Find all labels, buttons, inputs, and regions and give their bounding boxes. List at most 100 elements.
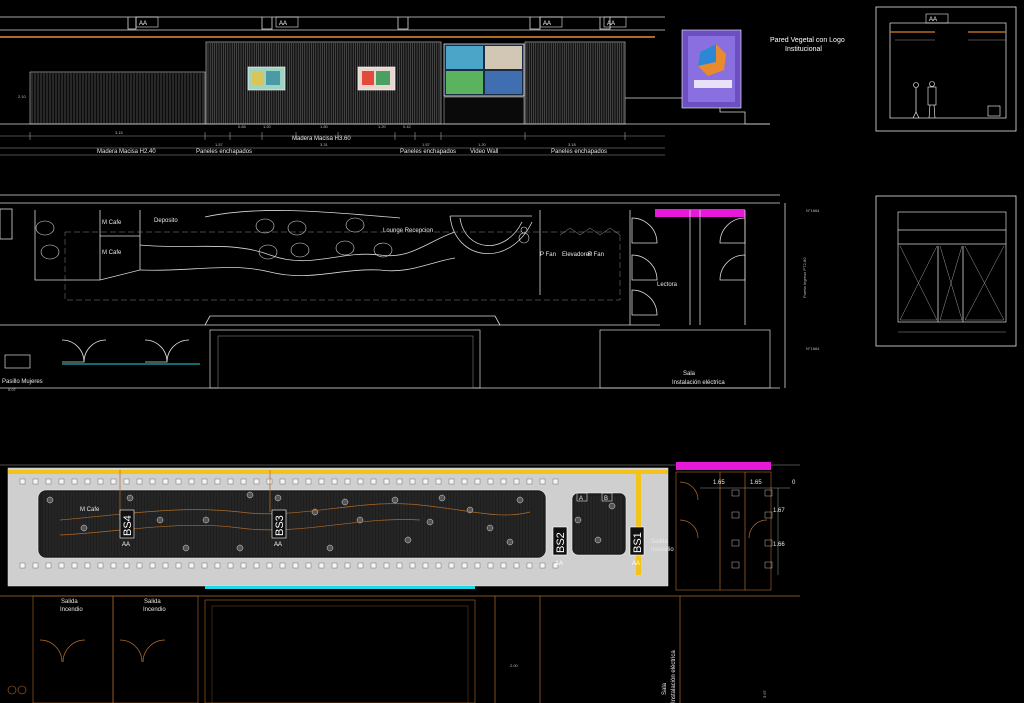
exit-label: Salida xyxy=(144,599,161,605)
perimeter-light xyxy=(422,562,429,569)
round-table xyxy=(35,220,55,236)
perimeter-light xyxy=(149,562,156,569)
light-fixture xyxy=(246,491,254,499)
perimeter-light xyxy=(539,478,546,485)
light-fixture xyxy=(236,544,244,552)
height-mark: 2.10 xyxy=(18,94,27,99)
light-fixture xyxy=(506,538,514,546)
perimeter-light xyxy=(214,562,221,569)
dimension-label: 1.67 xyxy=(773,508,785,514)
perimeter-light xyxy=(409,478,416,485)
wood-slats xyxy=(31,73,204,124)
round-table xyxy=(255,218,275,234)
perimeter-light xyxy=(318,478,325,485)
perimeter-light xyxy=(383,478,390,485)
dimension-label: 3.18 xyxy=(568,142,577,147)
light-fixture xyxy=(202,516,210,524)
light-fixture xyxy=(80,524,88,532)
light-fixture xyxy=(182,544,190,552)
round-table xyxy=(345,217,365,233)
perimeter-light xyxy=(331,562,338,569)
perimeter-light xyxy=(500,478,507,485)
fixture-tag xyxy=(731,539,740,547)
perimeter-light xyxy=(175,478,182,485)
dimension-label: 1.20 xyxy=(378,124,387,129)
light-fixture xyxy=(426,518,434,526)
green-wall-subtitle: Institucional xyxy=(785,46,822,53)
dimension-label: 3.67 xyxy=(762,689,767,698)
perimeter-light xyxy=(227,562,234,569)
perimeter-light xyxy=(487,562,494,569)
round-table xyxy=(40,244,60,260)
material-label: Paneles enchapados xyxy=(196,149,252,155)
perimeter-light xyxy=(97,562,104,569)
room-label: Sala xyxy=(662,682,668,695)
perimeter-light xyxy=(422,478,429,485)
light-fixture xyxy=(391,496,399,504)
perimeter-light xyxy=(292,478,299,485)
dimension-label: 3.15 xyxy=(115,130,124,135)
perimeter-light xyxy=(344,562,351,569)
dimension-label: 0.42 xyxy=(403,124,412,129)
perimeter-light xyxy=(396,562,403,569)
fixture-tag xyxy=(764,511,773,519)
perimeter-light xyxy=(513,562,520,569)
floor-plan-view: M Cafe M Cafe Deposito Lounge Recepcion … xyxy=(0,194,820,392)
room-label: P Fan xyxy=(588,252,604,258)
light-fixture xyxy=(574,516,582,524)
perimeter-light xyxy=(84,562,91,569)
zone-tag: AA xyxy=(122,542,130,548)
perimeter-light xyxy=(201,562,208,569)
fixture-tag xyxy=(764,489,773,497)
exit-label: Incendio xyxy=(651,547,674,553)
perimeter-light xyxy=(45,562,52,569)
dimension-label: 1.57 xyxy=(422,142,431,147)
perimeter-light xyxy=(357,562,364,569)
room-label: Instalación eléctrica xyxy=(671,650,677,703)
green-wall-title: Pared Vegetal con Logo xyxy=(770,37,845,44)
perimeter-light xyxy=(253,562,260,569)
dimension-label: 0.84 xyxy=(238,124,247,129)
light-fixture xyxy=(46,496,54,504)
room-label: Elevadores xyxy=(562,252,592,258)
perimeter-light xyxy=(84,478,91,485)
raft-slats xyxy=(43,492,622,556)
perimeter-light xyxy=(240,562,247,569)
perimeter-light xyxy=(409,562,416,569)
perimeter-lights xyxy=(19,478,559,569)
perimeter-light xyxy=(279,562,286,569)
perimeter-light xyxy=(266,478,273,485)
perimeter-light xyxy=(266,562,273,569)
perimeter-light xyxy=(526,478,533,485)
material-label: Paneles enchapados xyxy=(551,149,607,155)
perimeter-light xyxy=(201,478,208,485)
callout-label: A xyxy=(579,496,583,502)
fixture-tag xyxy=(731,561,740,569)
perimeter-light xyxy=(370,562,377,569)
perimeter-light xyxy=(383,562,390,569)
ceiling-plan-view: M Cafe A B BS4 AA BS3 AA BS2 AA BS1 AA S… xyxy=(0,462,800,703)
round-table xyxy=(373,242,393,258)
dimension-label: 1.80 xyxy=(320,124,329,129)
section-tag: AA xyxy=(929,17,937,23)
perimeter-light xyxy=(305,562,312,569)
perimeter-light xyxy=(331,478,338,485)
perimeter-light xyxy=(448,478,455,485)
light-fixture xyxy=(594,536,602,544)
perimeter-light xyxy=(136,562,143,569)
perimeter-light xyxy=(344,478,351,485)
section-tag: AA xyxy=(543,21,551,27)
zone-tag: AA xyxy=(632,561,640,567)
material-label: Madera Macisa H2.40 xyxy=(97,149,156,155)
side-section-detail: AA xyxy=(875,6,1017,132)
perimeter-light xyxy=(214,478,221,485)
light-fixture xyxy=(326,544,334,552)
light-fixture xyxy=(341,498,349,506)
perimeter-light xyxy=(487,478,494,485)
section-tag: AA xyxy=(607,21,615,27)
fixture-tag xyxy=(731,489,740,497)
perimeter-light xyxy=(19,478,26,485)
perimeter-light xyxy=(71,478,78,485)
perimeter-light xyxy=(500,562,507,569)
